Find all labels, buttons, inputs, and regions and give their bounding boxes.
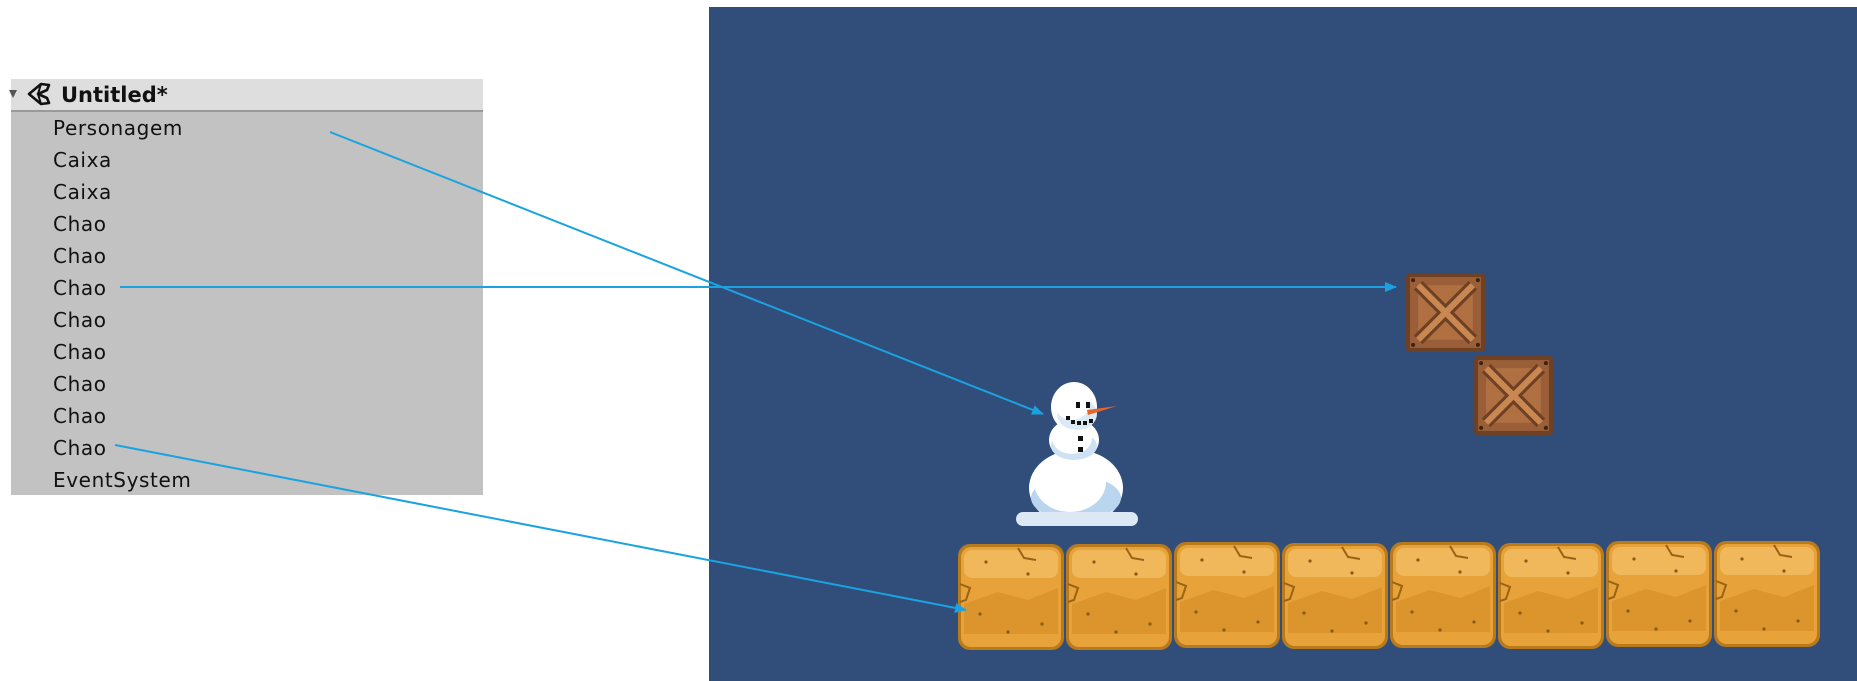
hierarchy-scene-header[interactable]: Untitled* bbox=[9, 79, 483, 112]
hierarchy-item-chao[interactable]: Chao bbox=[53, 276, 107, 300]
hierarchy-item-chao[interactable]: Chao bbox=[53, 212, 107, 236]
ground-tile[interactable] bbox=[958, 543, 1065, 651]
ground-tile[interactable] bbox=[1389, 541, 1497, 649]
hierarchy-item-chao[interactable]: Chao bbox=[53, 308, 107, 332]
ground-tiles bbox=[958, 540, 1821, 651]
snowman-character-sprite[interactable] bbox=[1014, 380, 1142, 526]
ground-tile[interactable] bbox=[1497, 542, 1605, 650]
foldout-arrow-icon[interactable] bbox=[9, 90, 17, 98]
crate-sprite[interactable] bbox=[1405, 272, 1486, 353]
hierarchy-item-eventsystem[interactable]: EventSystem bbox=[53, 468, 192, 492]
ground-tile[interactable] bbox=[1281, 542, 1389, 650]
ground-tile[interactable] bbox=[1065, 543, 1173, 651]
hierarchy-item-personagem[interactable]: Personagem bbox=[53, 116, 183, 140]
hierarchy-item-chao[interactable]: Chao bbox=[53, 244, 107, 268]
crate-sprite[interactable] bbox=[1473, 355, 1554, 436]
ground-tile[interactable] bbox=[1605, 540, 1713, 648]
unity-logo-icon bbox=[27, 82, 51, 106]
ground-tile[interactable] bbox=[1713, 540, 1821, 648]
hierarchy-item-chao[interactable]: Chao bbox=[53, 404, 107, 428]
hierarchy-panel: Untitled* Personagem Caixa Caixa Chao Ch… bbox=[9, 79, 483, 495]
ground-tile[interactable] bbox=[1173, 541, 1281, 649]
hierarchy-item-chao[interactable]: Chao bbox=[53, 436, 107, 460]
hierarchy-item-caixa[interactable]: Caixa bbox=[53, 148, 112, 172]
hierarchy-item-caixa[interactable]: Caixa bbox=[53, 180, 112, 204]
hierarchy-item-chao[interactable]: Chao bbox=[53, 372, 107, 396]
hierarchy-item-chao[interactable]: Chao bbox=[53, 340, 107, 364]
scene-title: Untitled* bbox=[61, 83, 168, 107]
scene-view[interactable] bbox=[709, 7, 1857, 681]
